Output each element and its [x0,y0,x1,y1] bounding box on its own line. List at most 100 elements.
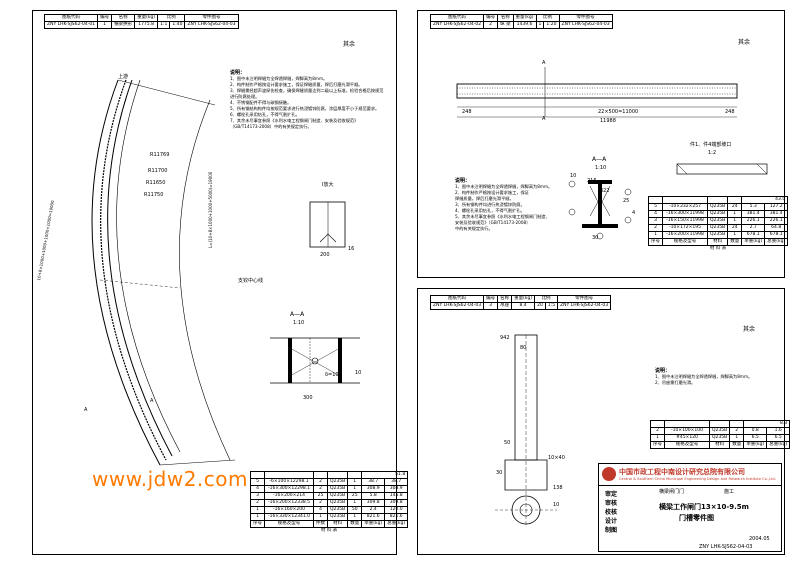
section-aa-drawing [270,337,360,384]
hdr-value: 1439.6 [512,21,537,29]
cell: Q235B [326,478,349,486]
col-header: 总重(kg) [764,238,789,246]
hdr-label: 图纸代码 [429,295,485,303]
section-dim: 10 [570,173,577,179]
cell: 2 [250,499,265,507]
cell: -16×330×12341.0 [264,513,314,521]
cell: 1 [347,513,363,521]
left-material-table: 51.8 5 -6×100×12298.1 2 Q235B 1 38.7 38.… [250,471,409,534]
drawing-date: 2004.05 [749,536,770,542]
cell: 2 [648,224,663,232]
hdr-label: 重量(kg) [134,14,159,22]
top-right-notes: 说明： 1、图中未注明焊缝为全焊透焊缝，焊脚高为8mm。 2、构件制作严格按设计… [455,178,565,232]
section-dim: 10 [355,370,362,376]
edge-label: 其余 [343,41,356,48]
sign-row-label: 设计 [605,518,618,525]
cell: 1 [727,217,743,225]
hdr-value: ZNY LHK-SJS62-04-03 [184,21,239,29]
cell: 145.8 [384,492,409,500]
cell: 6.5 [766,434,791,442]
section-dim: δ=10 [325,372,339,378]
hdr-label: 零件图号 [184,14,239,22]
cell: 309.8 [361,499,386,507]
section-scale: 1:10 [293,320,305,326]
hdr-value: 1:20 [543,21,560,29]
col-header: 数量 [729,441,745,449]
note-line: 中的有关规定执行。 [455,226,493,231]
col-header: 规格及型号 [664,441,710,449]
elevation-total: 11988 [600,118,616,124]
cell: 127.2 [764,203,789,211]
col-header: 单重(kg) [741,238,766,246]
cell: 5.8 [361,492,386,500]
upstream-label: 上游 [118,74,129,80]
cell: Q235B [326,485,349,493]
cell: 4 [313,506,328,514]
elevation-dim: 248 [725,109,735,115]
note-line: 2、吊座需打磨光滑。 [655,380,696,385]
cell: 308.9 [361,485,386,493]
title-divider [599,485,781,486]
cell: -16×150×11998 [662,217,708,225]
hdr-label: 名称 [111,14,136,22]
lug-dim: 10 [553,502,560,508]
cell: 5.3 [741,203,766,211]
section-scale: 1:10 [595,165,607,171]
col-header: 总重(kg) [766,441,791,449]
hdr-value: 1:40 [169,21,186,29]
sign-row-label: 审定 [605,491,618,498]
hdr-value: 1775.8 [134,21,159,29]
cell [727,196,743,204]
cell: -16×300×12298.1 [264,485,314,493]
note-line: 4、螺栓孔采用钻孔，不得气割扩孔。 [455,208,525,213]
cell [264,471,314,479]
edge-label: 其余 [743,326,756,333]
cell: 2 [313,485,328,493]
hdr-label: 图纸代码 [43,14,99,22]
cell: -10×232×257 [662,203,708,211]
part-scale: 1:2 [708,150,717,156]
cell: 226.1 [741,217,766,225]
col-header: 件数 [313,520,328,528]
detail-dim: 200 [320,252,330,258]
note-line: 1、图中未注明焊缝为全焊透焊缝，焊脚高为8mm。 [655,374,753,379]
hdr-value: ZNY LHK-SJS62-04-03 [557,302,612,310]
org-name-en: Central & Southern China Municipal Engin… [619,477,776,481]
cell: 5 [250,478,265,486]
note-line: 安装及验收规范》（GB/T14173-2008） [455,220,531,225]
section-mark: A [150,398,154,404]
cell: Q235B [708,427,731,435]
beam-section-drawing [568,180,632,240]
cell: -16×300×11998 [662,210,708,218]
cell: 25 [347,492,363,500]
org-logo-icon [602,467,616,481]
hdr-value: ZNY LHK-SJS62-04-01 [43,21,99,29]
cell: 1.6 [766,427,791,435]
cell: 678.1 [741,231,766,239]
cell: 1 [347,478,363,486]
section-title: A—A [290,311,305,318]
cell: 1 [727,231,743,239]
lug-dim: 10×40 [548,455,565,461]
hdr-value: 8.4 [511,302,536,310]
col-header: 材料 [708,441,731,449]
cell: 1 [347,499,363,507]
org-name-zh: 中国市政工程中南设计研究总院有限公司 [619,468,745,476]
hdr-value: 1 [535,21,545,29]
hdr-value: 2 [483,21,499,29]
hdr-value: 3 [483,302,499,310]
lug-dim: 942 [500,335,510,341]
drawing-subtitle: 门槽零件图 [679,514,714,522]
top-right-sheet-frame [417,10,785,278]
radius-label: R11650 [146,180,166,186]
hdr-label: 比例 [534,295,559,303]
col-header: 数量 [727,238,743,246]
top-right-header-table: 图纸代码 编号 名称 重量(kg) 比例 零件图号 ZNY LHK-SJS62-… [429,14,613,29]
lug-dim: 30 [496,470,503,476]
cell: -16×200×214 [264,492,314,500]
hdr-value: ZNY LHK-SJS62-04-02 [429,21,485,29]
col-header: 材料 [326,520,349,528]
cell: 38.7 [384,478,409,486]
cell: -16×200×12338.5 [264,499,314,507]
table-footer: 材 料 表 [320,528,338,533]
